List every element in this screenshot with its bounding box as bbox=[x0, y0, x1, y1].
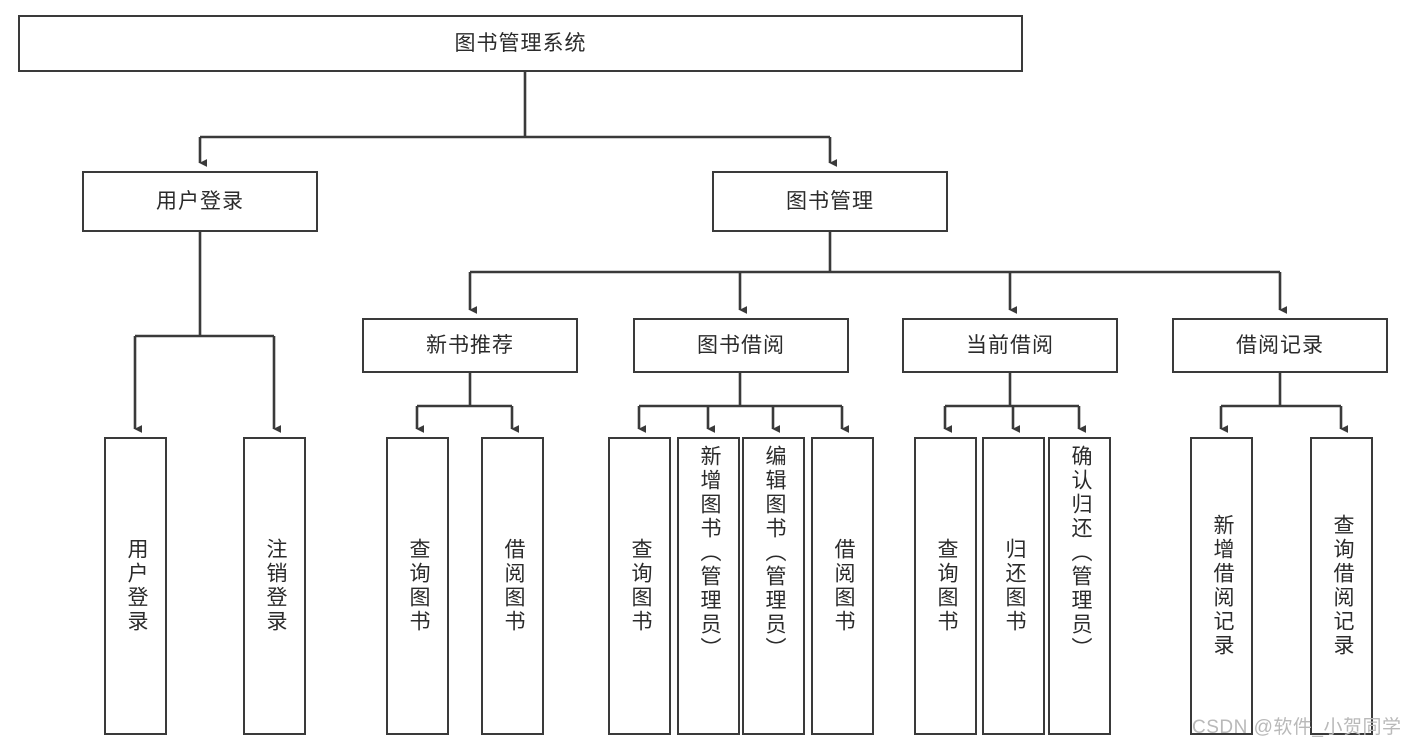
leaf-label: 归还图书 bbox=[1002, 538, 1026, 634]
leaf-query-book-current[interactable]: 查询图书 bbox=[914, 437, 977, 735]
leaf-user-login[interactable]: 用户登录 bbox=[104, 437, 167, 735]
leaf-query-borrow-record[interactable]: 查询借阅记录 bbox=[1310, 437, 1373, 735]
node-new-book-recommend-label: 新书推荐 bbox=[426, 333, 514, 357]
leaf-label: 新增图书（管理员） bbox=[697, 445, 721, 661]
leaf-label: 用户登录 bbox=[124, 538, 148, 634]
leaf-label: 借阅图书 bbox=[501, 538, 525, 634]
leaf-label: 查询图书 bbox=[934, 538, 958, 634]
node-borrow-record-label: 借阅记录 bbox=[1236, 333, 1324, 357]
node-current-borrow-label: 当前借阅 bbox=[966, 333, 1054, 357]
node-book-management-label: 图书管理 bbox=[786, 189, 874, 213]
node-root[interactable]: 图书管理系统 bbox=[18, 15, 1023, 72]
leaf-label: 新增借阅记录 bbox=[1210, 514, 1234, 658]
leaf-return-book[interactable]: 归还图书 bbox=[982, 437, 1045, 735]
leaf-query-book-borrow[interactable]: 查询图书 bbox=[608, 437, 671, 735]
leaf-query-book-newbook[interactable]: 查询图书 bbox=[386, 437, 449, 735]
leaf-label: 确认归还（管理员） bbox=[1068, 445, 1092, 661]
leaf-edit-book-admin[interactable]: 编辑图书（管理员） bbox=[742, 437, 805, 735]
node-current-borrow[interactable]: 当前借阅 bbox=[902, 318, 1118, 373]
leaf-label: 借阅图书 bbox=[831, 538, 855, 634]
leaf-add-borrow-record[interactable]: 新增借阅记录 bbox=[1190, 437, 1253, 735]
leaf-label: 查询借阅记录 bbox=[1330, 514, 1354, 658]
node-user-login[interactable]: 用户登录 bbox=[82, 171, 318, 232]
node-book-management[interactable]: 图书管理 bbox=[712, 171, 948, 232]
leaf-label: 注销登录 bbox=[263, 538, 287, 634]
node-new-book-recommend[interactable]: 新书推荐 bbox=[362, 318, 578, 373]
node-root-label: 图书管理系统 bbox=[454, 31, 587, 55]
leaf-confirm-return-admin[interactable]: 确认归还（管理员） bbox=[1048, 437, 1111, 735]
node-book-borrow-label: 图书借阅 bbox=[697, 333, 785, 357]
node-user-login-label: 用户登录 bbox=[156, 189, 244, 213]
node-borrow-record[interactable]: 借阅记录 bbox=[1172, 318, 1388, 373]
leaf-label: 编辑图书（管理员） bbox=[762, 445, 786, 661]
leaf-label: 查询图书 bbox=[406, 538, 430, 634]
leaf-label: 查询图书 bbox=[628, 538, 652, 634]
node-book-borrow[interactable]: 图书借阅 bbox=[633, 318, 849, 373]
leaf-borrow-book-newbook[interactable]: 借阅图书 bbox=[481, 437, 544, 735]
csdn-watermark: CSDN @软件_小贺同学 bbox=[1192, 717, 1402, 738]
leaf-borrow-book[interactable]: 借阅图书 bbox=[811, 437, 874, 735]
leaf-logout[interactable]: 注销登录 bbox=[243, 437, 306, 735]
leaf-add-book-admin[interactable]: 新增图书（管理员） bbox=[677, 437, 740, 735]
